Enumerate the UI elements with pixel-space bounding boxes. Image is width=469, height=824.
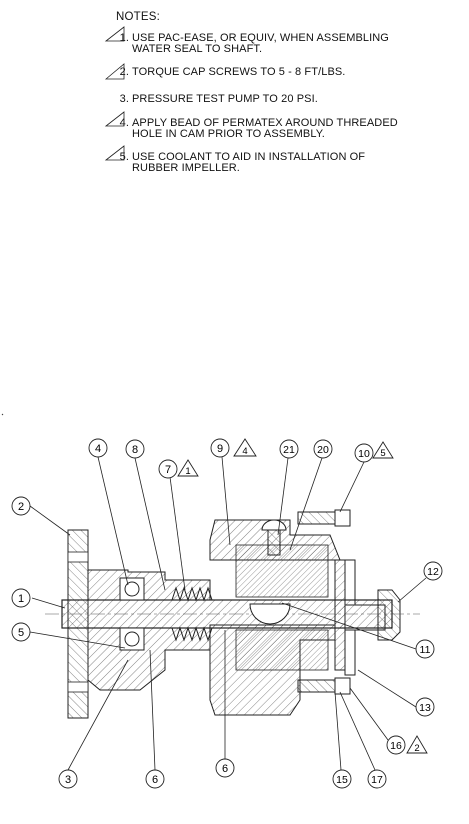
note-4-text: APPLY BEAD OF PERMATEX AROUND THREADED H… [132, 118, 452, 140]
svg-text:9: 9 [217, 443, 223, 455]
note-3-number: 3. [119, 93, 129, 105]
note-flags [104, 26, 125, 161]
seal-spring-top [171, 586, 213, 602]
flag-note-2: 2 [406, 735, 428, 754]
flag-note-5: 5 [372, 441, 394, 459]
svg-text:1: 1 [185, 466, 190, 477]
svg-text:5: 5 [380, 448, 385, 459]
balloon-7: 7 [158, 459, 178, 479]
note-2-text: TORQUE CAP SCREWS TO 5 - 8 FT/LBS. [132, 67, 452, 78]
ball-bearing-top [119, 577, 145, 601]
cap-screw-top [297, 509, 351, 527]
svg-text:5: 5 [18, 627, 24, 639]
svg-text:8: 8 [132, 444, 138, 456]
balloon-2: 2 [11, 496, 31, 516]
balloon-9: 9 [210, 438, 230, 458]
balloon-11: 11 [415, 639, 435, 659]
svg-text:12: 12 [427, 566, 439, 578]
leader-lines [29, 456, 427, 771]
svg-text:2: 2 [18, 501, 24, 513]
note-5-flag-triangle [104, 145, 125, 161]
svg-text:16: 16 [390, 740, 402, 752]
balloon-12: 12 [423, 561, 443, 581]
drive-shaft [45, 599, 420, 629]
cap-screw-bottom [297, 677, 351, 695]
svg-text:11: 11 [420, 644, 431, 656]
svg-text:2: 2 [414, 743, 419, 754]
note-5-line-1: USE COOLANT TO AID IN INSTALLATION OF [132, 151, 366, 163]
impeller-cavity [235, 544, 329, 671]
balloon-21: 21 [279, 439, 299, 459]
balloon-10: 10 [354, 443, 374, 463]
svg-text:17: 17 [371, 774, 383, 786]
svg-text:10: 10 [358, 448, 370, 460]
flag-note-4: 4 [233, 438, 257, 457]
balloon-8: 8 [125, 439, 145, 459]
note-4-flag-triangle [104, 111, 125, 127]
balloon-4: 4 [88, 438, 108, 458]
note-3-line-1: PRESSURE TEST PUMP TO 20 PSI. [132, 93, 318, 105]
note-5-line-2: RUBBER IMPELLER. [132, 162, 240, 174]
note-4-line-1: APPLY BEAD OF PERMATEX AROUND THREADED [132, 117, 398, 129]
ball-bearing-bottom [119, 627, 145, 651]
seal-spring-bottom [171, 626, 213, 642]
note-5-text: USE COOLANT TO AID IN INSTALLATION OF RU… [132, 152, 452, 174]
note-1-text: USE PAC-EASE, OR EQUIV, WHEN ASSEMBLING … [132, 33, 452, 55]
balloon-15: 15 [332, 769, 352, 789]
svg-text:4: 4 [242, 446, 247, 457]
balloon-3: 3 [58, 769, 78, 789]
balloon-16: 16 [386, 735, 406, 755]
note-3-text: PRESSURE TEST PUMP TO 20 PSI. [132, 94, 452, 105]
svg-text:6: 6 [152, 774, 158, 786]
small-tick-mark [1, 413, 4, 416]
pump-cross-section: 2 1 5 3 4 8 7 6 6 9 21 20 10 12 11 13 16… [1, 413, 443, 789]
balloon-13: 13 [415, 697, 435, 717]
note-2-flag-triangle [104, 63, 125, 80]
svg-text:21: 21 [283, 444, 295, 456]
balloon-20: 20 [313, 439, 333, 459]
balloon-6-left: 6 [145, 769, 165, 789]
balloon-5: 5 [11, 622, 31, 642]
note-1-flag-triangle [104, 26, 125, 42]
svg-text:13: 13 [419, 702, 431, 714]
svg-text:1: 1 [18, 593, 24, 605]
svg-text:20: 20 [317, 444, 329, 456]
balloon-17: 17 [367, 769, 387, 789]
note-1-line-2: WATER SEAL TO SHAFT. [132, 43, 263, 55]
note-4-line-2: HOLE IN CAM PRIOR TO ASSEMBLY. [132, 128, 325, 140]
bearing-housing [87, 569, 211, 691]
notes-title: NOTES: [116, 11, 161, 23]
flag-note-1: 1 [177, 459, 199, 477]
svg-text:15: 15 [336, 774, 348, 786]
balloon-1: 1 [11, 588, 31, 608]
balloon-6-right: 6 [215, 758, 235, 778]
svg-text:6: 6 [222, 763, 228, 775]
svg-text:4: 4 [95, 443, 101, 455]
svg-text:7: 7 [165, 464, 171, 476]
note-1-line-1: USE PAC-EASE, OR EQUIV, WHEN ASSEMBLING [132, 32, 389, 44]
note-2-line-1: TORQUE CAP SCREWS TO 5 - 8 FT/LBS. [132, 66, 346, 78]
svg-text:3: 3 [65, 774, 71, 786]
